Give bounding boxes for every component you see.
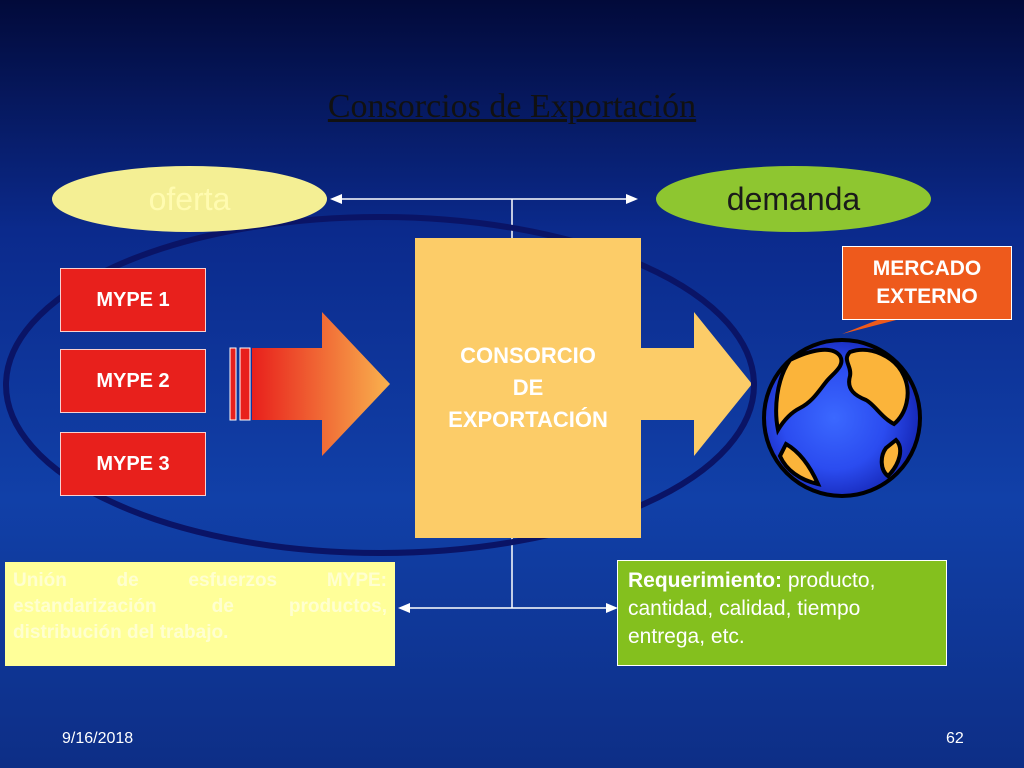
consorcio-box: CONSORCIO DE EXPORTACIÓN — [415, 238, 641, 538]
mercado-externo-callout: MERCADO EXTERNO — [842, 246, 1012, 320]
requerimiento-box: Requerimiento: producto, cantidad, calid… — [617, 560, 947, 666]
oferta-label: oferta — [148, 180, 231, 217]
consorcio-line-2: DE — [512, 375, 544, 400]
stripe-2 — [239, 347, 251, 421]
mercado-line-1: MERCADO — [872, 257, 982, 280]
consorcio-line-1: CONSORCIO — [460, 343, 596, 368]
mercado-callout-tail — [842, 319, 900, 334]
bottom-arrowhead-left — [398, 603, 410, 613]
mype-1-box: MYPE 1 — [60, 268, 206, 332]
requerimiento-text: producto, cantidad, calidad, tiempo entr… — [628, 569, 876, 648]
striped-arrow — [252, 312, 390, 456]
bottom-arrowhead-right — [606, 603, 618, 613]
consorcio-line-3: EXPORTACIÓN — [448, 407, 608, 432]
slide-number: 62 — [946, 730, 964, 747]
slide-title: Consorcios de Exportación — [327, 88, 697, 125]
stripe-1 — [229, 347, 237, 421]
top-arrowhead-right — [626, 194, 638, 204]
union-esfuerzos-box: Unión de esfuerzos MYPE: estandarización… — [5, 562, 395, 666]
slide-date: 9/16/2018 — [62, 730, 134, 747]
consorcio-arrow — [641, 312, 752, 456]
demanda-label: demanda — [726, 180, 861, 217]
demanda-ellipse: demanda — [656, 166, 931, 232]
grouping-ring — [3, 214, 757, 556]
mercado-line-2: EXTERNO — [876, 285, 978, 308]
top-arrowhead-left — [330, 194, 342, 204]
globe-icon — [762, 338, 922, 498]
mype-3-box: MYPE 3 — [60, 432, 206, 496]
requerimiento-heading: Requerimiento: — [628, 569, 783, 592]
mype-2-box: MYPE 2 — [60, 349, 206, 413]
oferta-ellipse: oferta — [52, 166, 327, 232]
